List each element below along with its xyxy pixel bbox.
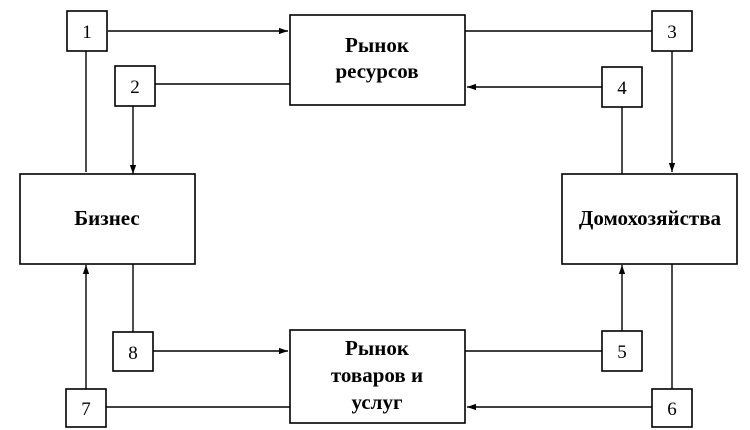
marker-8-label: 8	[128, 343, 138, 364]
households-label: Домохозяйства	[579, 206, 722, 230]
resource-market-node: Рынок ресурсов	[289, 14, 466, 106]
business-node: Бизнес	[19, 173, 196, 265]
households-node: Домохозяйства	[561, 173, 738, 265]
marker-4: 4	[601, 66, 643, 108]
resource-market-label-line1: Рынок	[345, 33, 410, 57]
goods-market-label-line2: товаров и	[331, 363, 423, 387]
flow-lines	[82, 27, 676, 411]
business-label: Бизнес	[74, 206, 139, 230]
goods-market-label-line3: услуг	[352, 390, 403, 414]
marker-5: 5	[601, 330, 643, 372]
goods-market-node: Рынок товаров и услуг	[289, 329, 466, 424]
marker-6: 6	[651, 388, 693, 428]
marker-3: 3	[651, 10, 693, 52]
marker-8: 8	[112, 331, 154, 372]
resource-market-label-line2: ресурсов	[335, 59, 418, 83]
marker-6-label: 6	[667, 399, 677, 420]
marker-7: 7	[65, 388, 107, 428]
marker-2-label: 2	[130, 77, 140, 98]
marker-7-label: 7	[81, 399, 91, 420]
marker-1: 1	[66, 10, 108, 52]
marker-3-label: 3	[667, 22, 677, 43]
marker-4-label: 4	[617, 78, 627, 99]
marker-2: 2	[114, 65, 156, 107]
marker-5-label: 5	[617, 342, 627, 363]
marker-1-label: 1	[82, 22, 92, 43]
goods-market-label-line1: Рынок	[345, 336, 410, 360]
